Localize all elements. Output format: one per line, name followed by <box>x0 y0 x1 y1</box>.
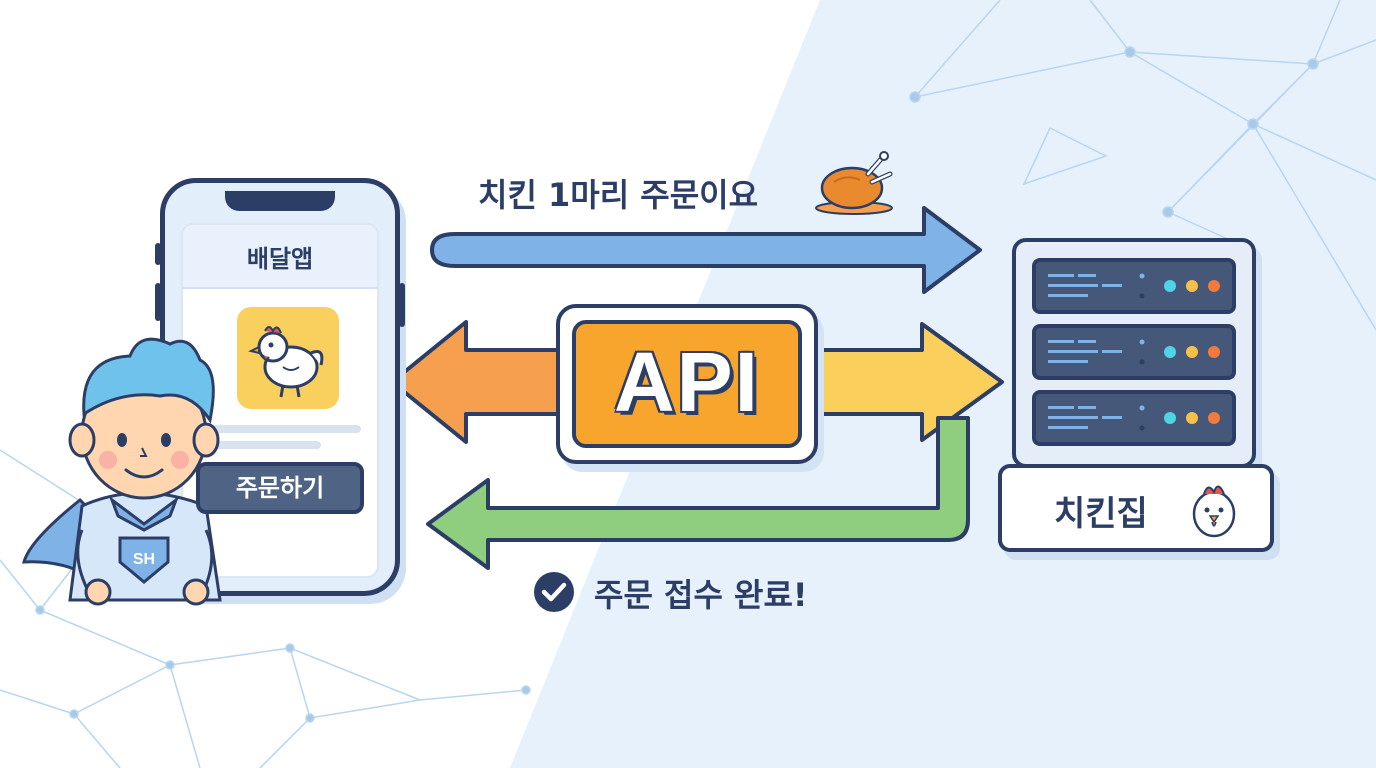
mascot-icon: SH <box>22 337 222 606</box>
phone-screen: 배달앱 <box>181 223 379 578</box>
mascot-badge: SH <box>133 551 155 568</box>
server-label: 치킨집 <box>1054 494 1148 534</box>
phone-notch <box>225 191 335 211</box>
text-placeholder <box>211 425 361 433</box>
api-label: API <box>613 335 761 429</box>
order-button[interactable]: 주문하기 <box>196 462 364 514</box>
app-title: 배달앱 <box>246 245 314 273</box>
check-circle-icon <box>534 572 574 612</box>
phone-side-button <box>155 283 161 321</box>
request-label: 치킨 1마리 주문이요 <box>478 176 759 214</box>
server-icon <box>1012 238 1256 468</box>
server-rack <box>1032 324 1236 380</box>
phone-side-button <box>155 243 161 265</box>
phone-side-button <box>399 283 405 327</box>
response-label: 주문 접수 완료! <box>594 576 808 614</box>
api-badge: API <box>556 304 818 464</box>
server-rack <box>1032 258 1236 314</box>
chicken-icon <box>237 307 339 409</box>
server-rack <box>1032 390 1236 446</box>
text-placeholder <box>211 441 321 449</box>
roast-chicken-icon <box>815 151 893 215</box>
api-badge-inner: API <box>572 320 802 448</box>
server-label-box: 치킨집 <box>998 464 1274 552</box>
app-header: 배달앱 <box>183 225 377 289</box>
chicken-head-icon <box>1192 485 1236 538</box>
